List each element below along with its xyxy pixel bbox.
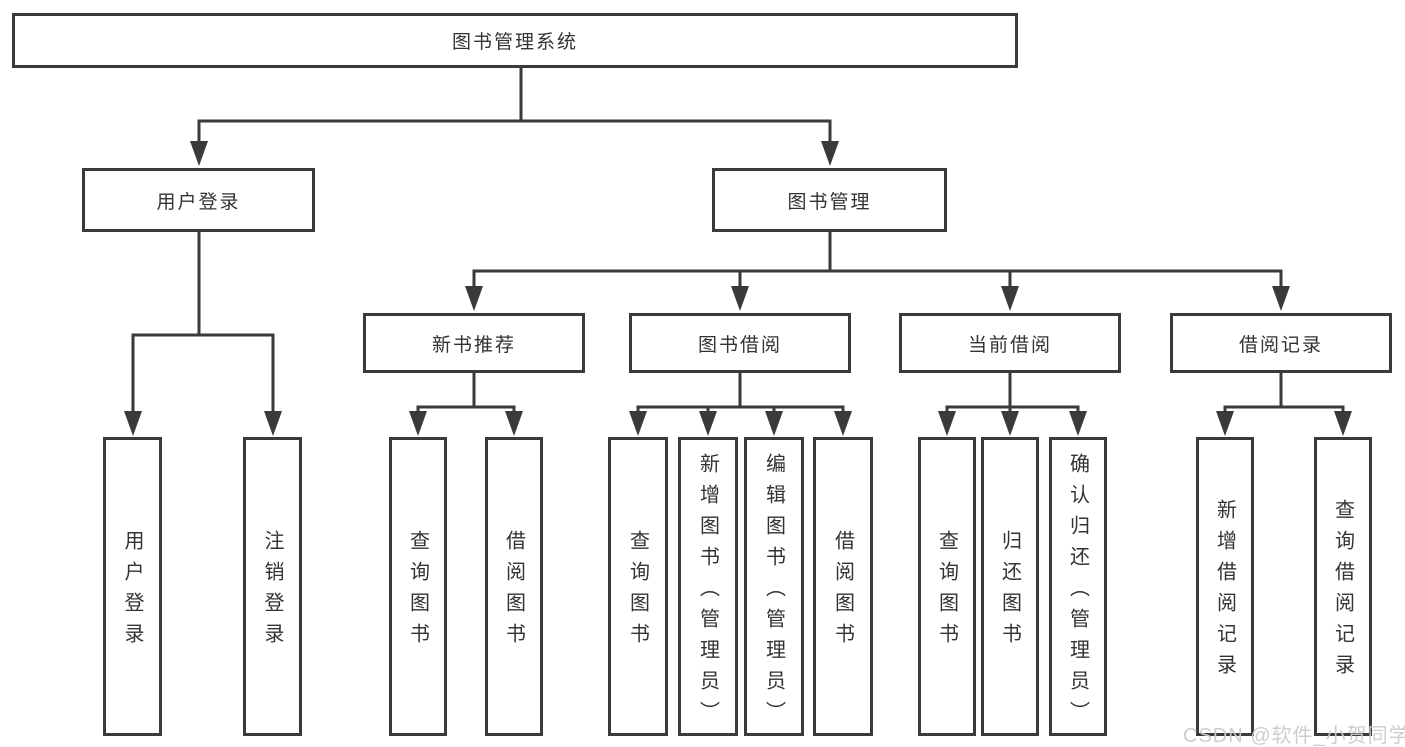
- node-records-add-record: 新增借阅记录: [1196, 437, 1254, 736]
- connector-new-book-branch: [409, 371, 523, 436]
- connector-book-borrow-branch: [629, 371, 852, 436]
- connector-book-management-branch: [465, 230, 1290, 311]
- connector-root-to-level2: [190, 66, 839, 166]
- node-current-return-books: 归还图书: [981, 437, 1039, 736]
- leaf-label: 编辑图书（管理员）: [762, 452, 785, 732]
- leaf-label: 借阅图书: [831, 530, 854, 654]
- leaf-label: 新增图书（管理员）: [696, 452, 719, 732]
- node-recommend-query-books: 查询图书: [389, 437, 447, 736]
- node-user-login-label: 用户登录: [156, 191, 241, 213]
- leaf-label: 新增借阅记录: [1213, 499, 1236, 685]
- node-logout-action: 注销登录: [243, 437, 302, 736]
- leaf-label: 查询图书: [626, 530, 649, 654]
- node-borrow-query-books: 查询图书: [608, 437, 668, 736]
- node-user-login-action: 用户登录: [103, 437, 162, 736]
- node-borrow-borrow-books: 借阅图书: [813, 437, 873, 736]
- node-current-confirm-return-admin: 确认归还（管理员）: [1049, 437, 1107, 736]
- node-root-label: 图书管理系统: [451, 32, 578, 53]
- leaf-label: 查询借阅记录: [1331, 499, 1354, 685]
- leaf-label: 借阅图书: [502, 530, 525, 654]
- node-borrow-edit-books-admin: 编辑图书（管理员）: [744, 437, 804, 736]
- node-current-borrow: 当前借阅: [899, 313, 1121, 373]
- csdn-watermark: CSDN @软件_小贺同学: [1183, 725, 1405, 747]
- node-book-management-label: 图书管理: [787, 191, 872, 213]
- node-book-borrow: 图书借阅: [629, 313, 851, 373]
- leaf-label: 注销登录: [261, 530, 283, 654]
- node-borrow-add-books-admin: 新增图书（管理员）: [678, 437, 738, 736]
- node-new-book-recommend-label: 新书推荐: [431, 334, 516, 356]
- node-root: 图书管理系统: [12, 13, 1018, 68]
- node-book-borrow-label: 图书借阅: [697, 334, 782, 356]
- node-borrow-records-label: 借阅记录: [1238, 334, 1323, 356]
- node-current-query-books: 查询图书: [918, 437, 976, 736]
- connector-current-borrow-branch: [938, 371, 1087, 436]
- leaf-label: 查询图书: [935, 530, 958, 654]
- connector-borrow-records-branch: [1216, 371, 1352, 436]
- node-recommend-borrow-books: 借阅图书: [485, 437, 543, 736]
- leaf-label: 归还图书: [998, 530, 1021, 654]
- leaf-label: 用户登录: [121, 530, 143, 654]
- node-book-management: 图书管理: [712, 168, 947, 232]
- connector-user-login-branch: [124, 230, 282, 436]
- node-new-book-recommend: 新书推荐: [363, 313, 585, 373]
- leaf-label: 确认归还（管理员）: [1066, 452, 1089, 732]
- node-records-query-record: 查询借阅记录: [1314, 437, 1372, 736]
- node-borrow-records: 借阅记录: [1170, 313, 1392, 373]
- leaf-label: 查询图书: [406, 530, 429, 654]
- node-user-login: 用户登录: [82, 168, 315, 232]
- node-current-borrow-label: 当前借阅: [967, 334, 1052, 356]
